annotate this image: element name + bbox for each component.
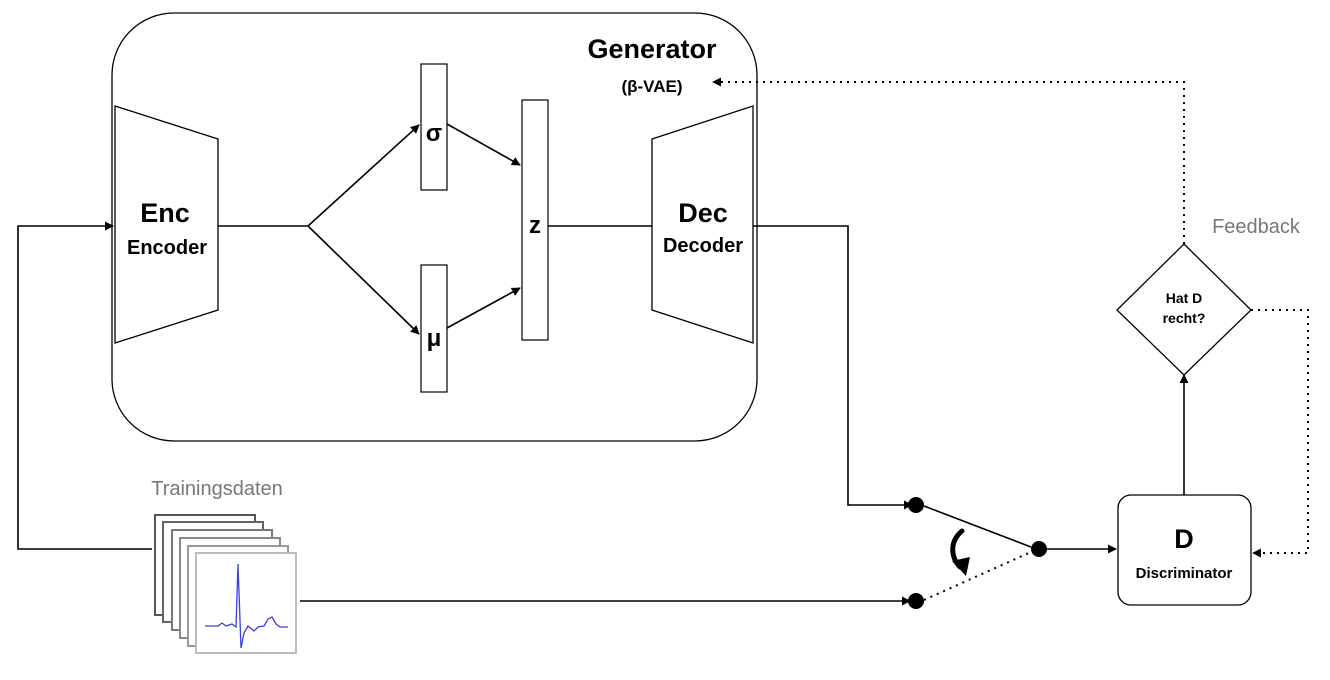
switch-input-top-node xyxy=(908,497,924,513)
branch-to-mu-arrow xyxy=(307,225,420,335)
sigma-block xyxy=(420,63,448,191)
decision-label-line1: Hat D xyxy=(1166,290,1203,306)
decoder-short-label: Dec xyxy=(678,198,728,228)
branch-to-sigma-arrow xyxy=(307,124,420,227)
mu-label: μ xyxy=(427,325,442,352)
discriminator-full-label: Discriminator xyxy=(1136,565,1233,582)
switch-inactive-path xyxy=(923,551,1032,601)
z-label: z xyxy=(529,212,541,239)
decoder-full-label: Decoder xyxy=(663,235,743,257)
mu-block xyxy=(420,264,448,393)
switch-toggle-arrow-icon xyxy=(950,528,970,576)
encoder-short-label: Enc xyxy=(140,198,190,228)
switch-input-bottom-node xyxy=(908,593,924,609)
generator-subtitle: (β-VAE) xyxy=(621,77,682,96)
z-block xyxy=(521,99,549,341)
discriminator-short-label: D xyxy=(1174,524,1194,554)
decision-diamond xyxy=(1116,243,1252,376)
decoder-block xyxy=(651,105,754,344)
sigma-label: σ xyxy=(426,120,442,147)
sigma-to-z-arrow xyxy=(446,123,521,166)
encoder-block xyxy=(114,105,219,344)
training-to-encoder-arrow xyxy=(17,221,152,550)
ecg-trace xyxy=(205,563,288,649)
mu-to-z-arrow xyxy=(446,287,521,329)
feedback-label: Feedback xyxy=(1212,216,1301,238)
feedback-to-discriminator-arrow xyxy=(1251,309,1309,558)
encoder-full-label: Encoder xyxy=(127,237,207,259)
decision-label-line2: recht? xyxy=(1163,310,1206,326)
generator-title: Generator xyxy=(587,34,717,64)
switch-active-path xyxy=(923,505,1032,548)
training-data-label: Trainingsdaten xyxy=(151,478,283,500)
switch-output-node xyxy=(1031,541,1047,557)
decoder-to-switch-arrow xyxy=(753,225,913,510)
feedback-to-generator-arrow xyxy=(712,77,1185,244)
training-data-stack xyxy=(154,514,297,654)
